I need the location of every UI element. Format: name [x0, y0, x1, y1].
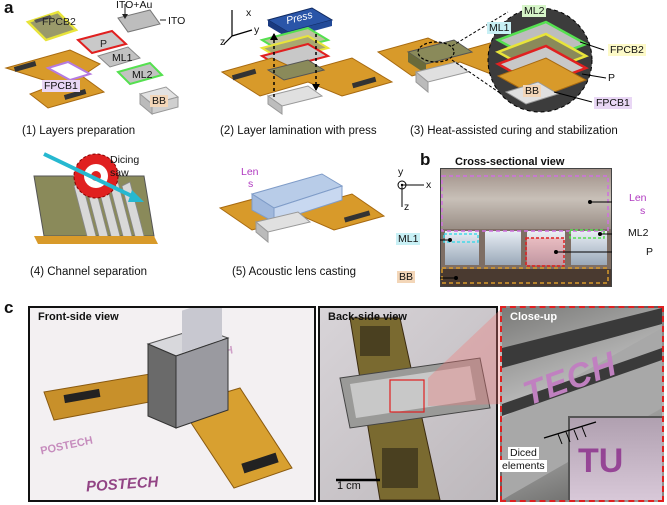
panel-letter-a: a [4, 0, 14, 17]
front-side-photo: POSTECH POSTECH POSTECH [28, 306, 316, 502]
caption-step2: (2) Layer lamination with press [220, 125, 377, 137]
caption-step5: (5) Acoustic lens casting [232, 266, 357, 278]
b-label-lens-bottom: s [640, 205, 646, 217]
step5-lens-illustration [218, 173, 386, 244]
label-fpcb2-step3: FPCB2 [608, 44, 646, 56]
axis-x: x [246, 7, 252, 19]
label-diced-top: Diced [508, 447, 539, 459]
step2-lamination-illustration [220, 7, 394, 115]
label-ito: ITO [168, 15, 186, 27]
axis-y: y [254, 24, 260, 36]
panel-b-axes [397, 180, 424, 207]
axis-z: z [220, 36, 226, 48]
label-saw: saw [110, 167, 129, 179]
cross-section-photo [440, 168, 612, 287]
ml2-plate [116, 61, 164, 86]
b-label-ml2: ML2 [628, 227, 649, 239]
label-diced-bottom: elements [500, 460, 547, 472]
back-side-title: Back-side view [328, 311, 407, 323]
panel-letter-b: b [420, 150, 431, 169]
label-p-step3: P [608, 72, 616, 84]
closeup-photo: TECH TU [500, 306, 664, 502]
b-label-lens-top: Len [629, 192, 647, 204]
scale-label: 1 cm [337, 480, 361, 492]
label-ml2-step3: ML2 [522, 5, 547, 17]
caption-step3: (3) Heat-assisted curing and stabilizati… [410, 125, 618, 137]
label-lens-top: Len [241, 166, 259, 178]
p-slab [75, 29, 129, 55]
label-ml1: ML1 [112, 52, 133, 64]
b-axis-y: y [398, 166, 404, 178]
panel-letter-c: c [4, 298, 14, 317]
label-ito-au: ITO+Au [116, 0, 153, 11]
b-label-bb: BB [397, 271, 416, 283]
label-bb-step3: BB [523, 85, 542, 97]
b-label-ml1: ML1 [396, 233, 421, 245]
label-ml2: ML2 [132, 69, 153, 81]
diced-pointer [543, 421, 597, 445]
b-label-p: P [646, 246, 654, 258]
label-p: P [100, 38, 108, 50]
zoom-funnel [428, 308, 502, 406]
label-bb: BB [150, 95, 169, 107]
cross-section-title: Cross-sectional view [455, 156, 565, 168]
label-ml1-step3: ML1 [487, 22, 512, 34]
label-fpcb1: FPCB1 [42, 80, 80, 92]
caption-step4: (4) Channel separation [30, 266, 147, 278]
fpcb1-ribbon [4, 49, 106, 109]
label-fpcb1-step3: FPCB1 [594, 97, 632, 109]
step4-dicing-illustration [33, 152, 158, 244]
ito-plate [117, 9, 161, 33]
label-lens-bottom: s [248, 178, 254, 190]
step3-curing-illustration [376, 7, 607, 113]
closeup-title: Close-up [510, 311, 558, 323]
label-dicing: Dicing [110, 154, 140, 166]
back-side-photo [318, 306, 498, 502]
ml1-plate [97, 46, 141, 68]
front-side-title: Front-side view [38, 311, 119, 323]
cross-section-overlay [440, 175, 612, 284]
b-axis-x: x [426, 179, 432, 191]
b-axis-z: z [404, 201, 410, 213]
label-fpcb2: FPCB2 [42, 16, 76, 28]
caption-step1: (1) Layers preparation [22, 125, 136, 137]
